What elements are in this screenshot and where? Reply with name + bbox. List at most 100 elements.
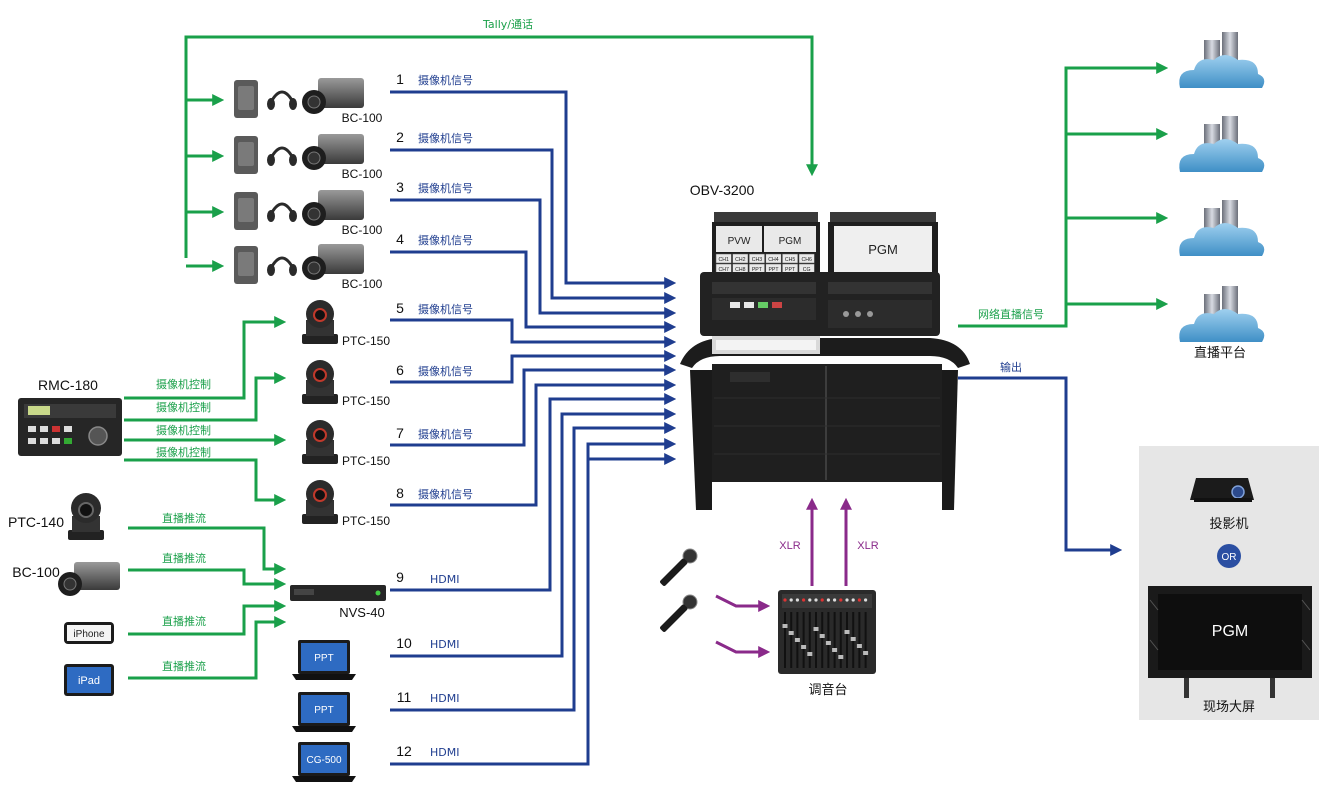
svg-text:CH8: CH8 (735, 267, 745, 273)
multiview-cell: CH7 (715, 263, 732, 274)
laptop-icon (292, 640, 356, 680)
rmc-controller: RMC-180 摄像机控制 摄像机控制 摄像机控制 摄像机控制 (18, 316, 287, 506)
svg-text:CH6: CH6 (802, 257, 812, 263)
signal-label: 摄像机信号 (418, 364, 473, 378)
monitor-pgm-label: PGM (779, 236, 802, 247)
controller-name: RMC-180 (38, 377, 98, 393)
multiview-cell: PPT (765, 263, 782, 274)
laptop-block: CG-500 (292, 742, 356, 782)
bc-signal-labels: 1 摄像机信号 2 摄像机信号 3 摄像机信号 4 摄像机信号 (396, 71, 473, 247)
battery-pack-icon (234, 246, 258, 284)
multiview-cell: CH1 (715, 253, 732, 264)
signal-label: 摄像机信号 (418, 302, 473, 316)
bc-camera-row: BC-100 (234, 78, 383, 125)
signal-label: HDMI (430, 638, 459, 651)
svg-text:CH5: CH5 (785, 257, 795, 263)
signal-number: 4 (396, 231, 404, 247)
signal-number: 12 (396, 743, 412, 759)
signal-number: 9 (396, 569, 404, 585)
screen-pgm-label: PGM (1212, 623, 1248, 640)
camera-body-icon (302, 244, 364, 280)
laptop-block: PPT (292, 640, 356, 680)
control-label: 摄像机控制 (156, 445, 211, 459)
cloud-server-icon (1179, 116, 1265, 172)
signal-number: 10 (396, 635, 412, 651)
camera-body-icon (302, 78, 364, 114)
multiview-cell: CH4 (765, 253, 782, 264)
device-label: iPhone (73, 629, 105, 640)
ptz-camera-block (302, 300, 338, 344)
battery-pack-icon (234, 192, 258, 230)
cloud-server-icon (1179, 32, 1265, 88)
tally-link: Tally/通话 (184, 18, 818, 272)
svg-text:PPT: PPT (768, 267, 779, 273)
ptz-labels: PTC-150 PTC-150 PTC-150 PTC-150 5 摄像机信号 … (342, 300, 473, 528)
multiview-cell: PPT (782, 263, 799, 274)
bc-model-label: BC-100 (342, 111, 383, 125)
bc-camera-row: BC-100 (234, 190, 383, 237)
laptop-block: PPT (292, 692, 356, 732)
ptz-camera-block (302, 360, 338, 404)
signal-number: 3 (396, 179, 404, 195)
bc-model-label: BC-100 (342, 277, 383, 291)
signal-number: 6 (396, 362, 404, 378)
headset-icon (267, 256, 297, 276)
battery-pack-icon (234, 136, 258, 174)
device-label: iPad (78, 675, 100, 687)
signal-lines (390, 90, 677, 766)
signal-number: 7 (396, 425, 404, 441)
headset-icon (267, 146, 297, 166)
ptz-camera-block (302, 480, 338, 524)
monitor-pvw-label: PVW (728, 236, 751, 247)
led-screen-icon (1148, 586, 1312, 698)
svg-text:PPT: PPT (785, 267, 796, 273)
ptz-model-label: PTC-150 (342, 394, 390, 408)
signal-number: 8 (396, 485, 404, 501)
stream-label: 直播推流 (162, 614, 206, 628)
camera-body-icon (302, 190, 364, 226)
svg-text:CH2: CH2 (735, 257, 745, 263)
streaming-encoder-icon (290, 585, 386, 601)
multiview-cell: CH8 (732, 263, 749, 274)
svg-text:CH3: CH3 (752, 257, 762, 263)
laptop-screen-label: CG-500 (306, 755, 341, 766)
console-name: OBV-3200 (690, 182, 755, 198)
headset-icon (267, 202, 297, 222)
bc-camera-row: BC-100 (234, 134, 383, 181)
ptz-camera-icon (302, 420, 338, 464)
multiview-cell: CH3 (748, 253, 765, 264)
tally-label: Tally/通话 (482, 18, 533, 31)
ptz-model-label: PTC-150 (342, 334, 390, 348)
svg-text:CH4: CH4 (768, 257, 778, 263)
tablet-icon: iPad (64, 664, 114, 696)
camera-body-icon (58, 562, 120, 596)
signal-label: 摄像机信号 (418, 73, 473, 87)
svg-text:PPT: PPT (752, 267, 763, 273)
multiview-cell: CH2 (732, 253, 749, 264)
monitor-pgm-right-label: PGM (868, 242, 898, 257)
stream-label: 直播推流 (162, 511, 206, 525)
nvs-name: NVS-40 (339, 605, 385, 620)
ptz-camera-icon (302, 360, 338, 404)
signal-number: 5 (396, 300, 404, 316)
local-output: 输出 投影机 OR PGM 现场大屏 (958, 360, 1319, 720)
cloud-server-icon (1179, 200, 1265, 256)
network-outputs: 网络直播信号 (958, 62, 1169, 328)
control-label: 摄像机控制 (156, 400, 211, 414)
screen-name: 现场大屏 (1203, 700, 1255, 715)
audio-mixer-icon (778, 590, 876, 674)
stream-label: 直播推流 (162, 551, 206, 565)
bc-camera-row: BC-100 (234, 244, 383, 291)
ptz-camera-icon (302, 300, 338, 344)
stream-label: 直播推流 (162, 659, 206, 673)
control-label: 摄像机控制 (156, 377, 211, 391)
controller-icon (18, 398, 122, 456)
signal-label: 摄像机信号 (418, 487, 473, 501)
projector-icon (1190, 478, 1254, 502)
or-badge (1217, 544, 1241, 568)
headset-icon (267, 90, 297, 110)
signal-label: 摄像机信号 (418, 181, 473, 195)
